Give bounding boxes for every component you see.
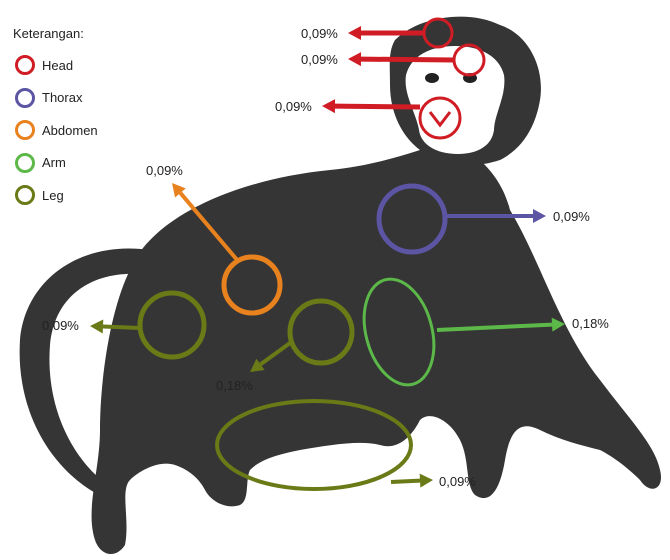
legend-title: Keterangan: — [13, 26, 98, 41]
legend-label: Abdomen — [42, 123, 98, 138]
head-eye-percentage: 0,09% — [301, 52, 338, 67]
head-mouth-percentage: 0,09% — [275, 99, 312, 114]
legend-label: Head — [42, 58, 73, 73]
legend-item-abdomen: Abdomen — [13, 114, 98, 147]
monkey-body — [92, 140, 661, 554]
legend-label: Leg — [42, 188, 64, 203]
legend-ring-icon — [15, 185, 35, 205]
legend-item-arm: Arm — [13, 147, 98, 180]
legend-item-leg: Leg — [13, 179, 98, 212]
legend-item-thorax: Thorax — [13, 82, 98, 115]
legend-ring-icon — [15, 55, 35, 75]
head-top-percentage: 0,09% — [301, 26, 338, 41]
arm-percentage: 0,18% — [572, 316, 609, 331]
foot-arrow — [391, 474, 433, 488]
monkey-eye-left — [425, 73, 439, 83]
rear-thigh-percentage: 0,09% — [42, 318, 79, 333]
legend-item-head: Head — [13, 49, 98, 82]
thorax-percentage: 0,09% — [553, 209, 590, 224]
legend-ring-icon — [15, 120, 35, 140]
legend-ring-icon — [15, 88, 35, 108]
legend-ring-icon — [15, 153, 35, 173]
legend-label: Arm — [42, 155, 66, 170]
legend-label: Thorax — [42, 90, 82, 105]
foot-percentage: 0,09% — [439, 474, 476, 489]
legend: Keterangan: Head Thorax Abdomen Arm Leg — [13, 26, 98, 212]
front-thigh-percentage: 0,18% — [216, 378, 253, 393]
abdomen-percentage: 0,09% — [146, 163, 183, 178]
